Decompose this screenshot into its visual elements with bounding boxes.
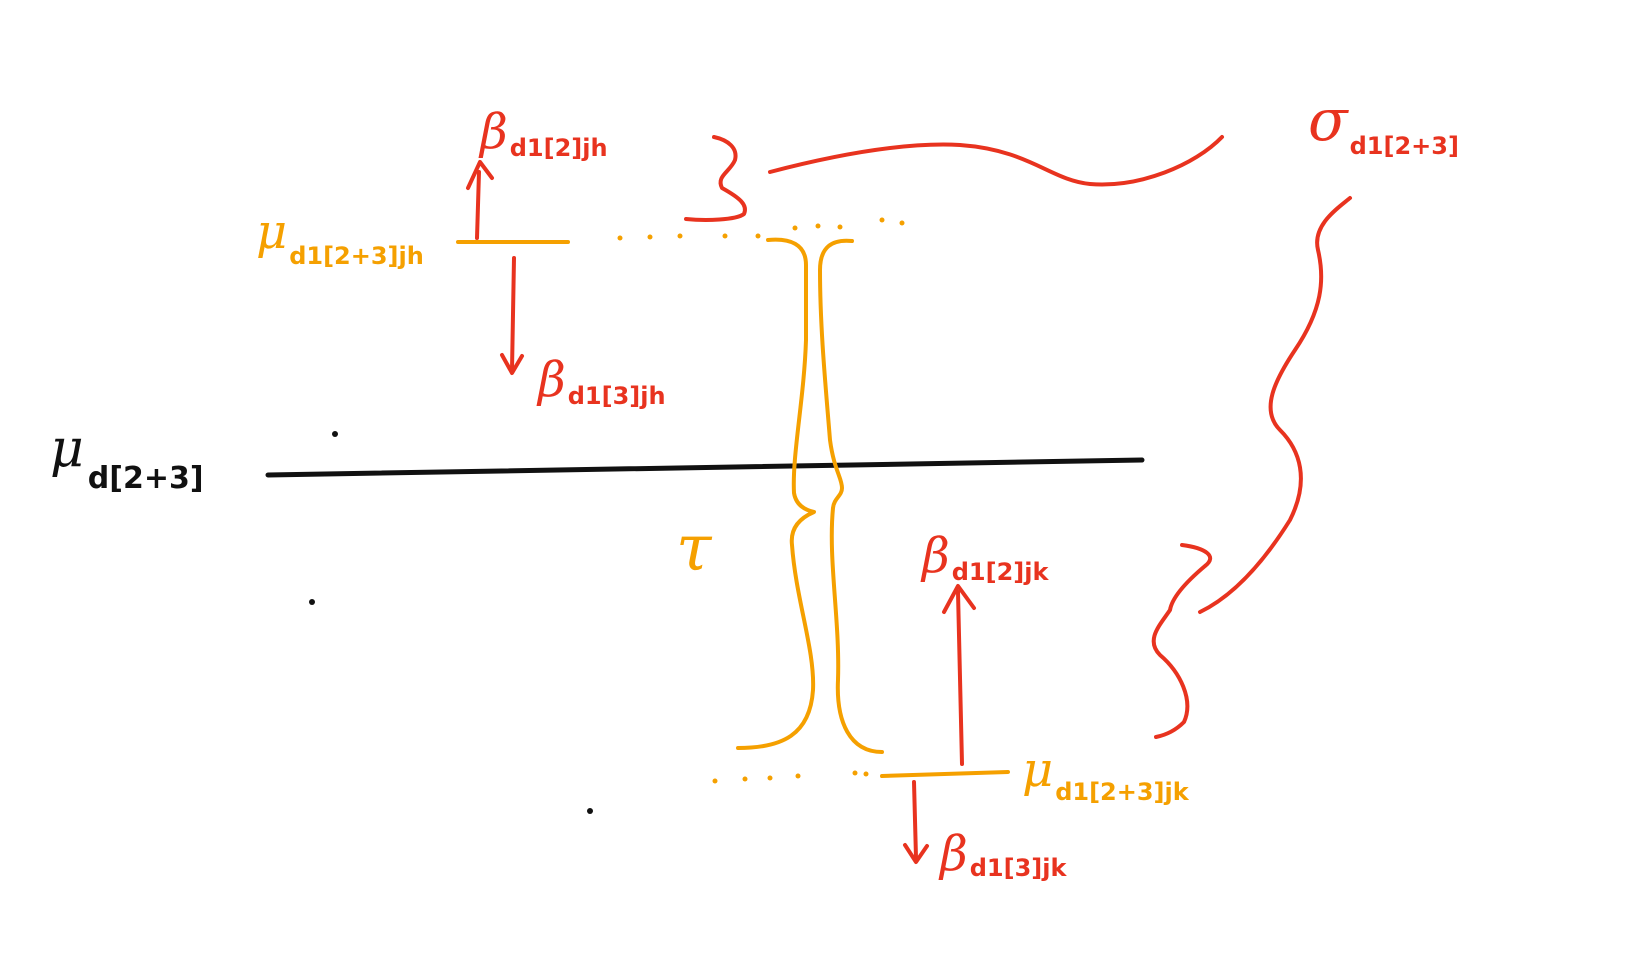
beta-2h-label: βd1[2]jh (478, 104, 608, 162)
tau-label: τ (676, 512, 713, 586)
beta-2k-label: βd1[2]jk (920, 528, 1049, 586)
data-dot (587, 808, 593, 814)
beta-3h-arrow (500, 256, 524, 375)
mu-k-label: μd1[2+3]jk (1022, 742, 1190, 806)
sigma-bottom-brace (1151, 543, 1213, 739)
data-dot (309, 599, 315, 605)
sigma-top-curve (768, 135, 1224, 187)
beta-3k-label: βd1[3]jk (938, 826, 1067, 882)
data-dot (332, 431, 338, 437)
mu-h-label: μd1[2+3]jh (256, 204, 424, 270)
beta-2h-arrow (466, 160, 494, 240)
base-mean-line (265, 457, 1145, 478)
group-k-mean-line (880, 770, 1010, 778)
beta-3k-arrow (903, 780, 929, 864)
beta-3h-label: βd1[3]jh (536, 352, 666, 410)
sigma-label: σd1[2+3] (1308, 86, 1459, 160)
group-k-dotted-extension (712, 770, 869, 784)
group-h-dotted-extension (617, 217, 905, 241)
tau-left-brace (736, 237, 816, 750)
beta-2k-arrow (942, 584, 976, 766)
tau-right-brace (818, 238, 884, 754)
sigma-connector-squiggle (1198, 196, 1352, 614)
sigma-top-brace (684, 135, 747, 222)
